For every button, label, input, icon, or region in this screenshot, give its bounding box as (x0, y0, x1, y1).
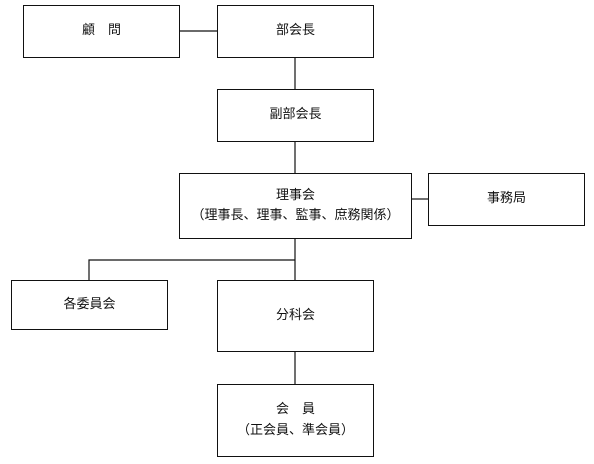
board-members: （理事長、理事、監事、庶務関係） (191, 208, 400, 223)
connector-branch-committees (88, 259, 295, 280)
committees-box: 各委員会 (11, 280, 168, 330)
subcommittees-box: 分科会 (217, 280, 374, 352)
members-types: （正会員、準会員） (236, 422, 354, 438)
advisor-label: 顧 問 (81, 23, 121, 39)
division-head-box: 部会長 (217, 5, 374, 58)
board-title: 理事会 (275, 187, 315, 203)
advisor-box: 顧 問 (23, 5, 180, 58)
secretariat-label: 事務局 (486, 191, 526, 207)
division-head-label: 部会長 (275, 23, 315, 39)
committees-label: 各委員会 (63, 296, 116, 312)
subcommittees-label: 分科会 (275, 307, 315, 323)
vice-division-head-label: 副部会長 (269, 107, 322, 123)
vice-division-head-box: 副部会長 (217, 89, 374, 142)
board-box: 理事会 （理事長、理事、監事、庶務関係） (179, 173, 412, 239)
members-box: 会 員 （正会員、準会員） (217, 384, 374, 457)
secretariat-box: 事務局 (428, 173, 585, 226)
members-title: 会 員 (275, 402, 315, 418)
